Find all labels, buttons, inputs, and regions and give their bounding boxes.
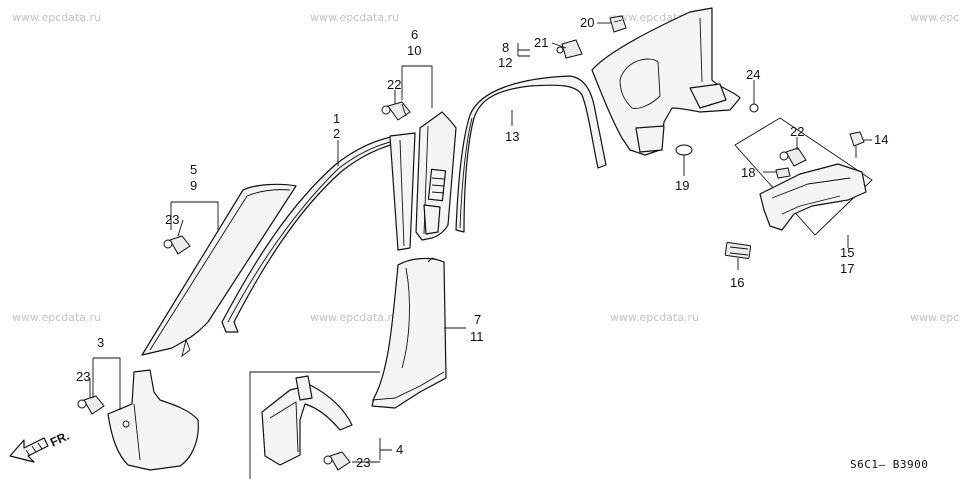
clip-18: [775, 167, 791, 179]
callout-17: 17: [840, 261, 855, 276]
front-arrow-icon: [9, 437, 49, 463]
callout-15: 15: [840, 245, 855, 260]
callout-10: 10: [407, 43, 422, 58]
quarter-lower-trim: [734, 117, 873, 236]
callout-3: 3: [97, 335, 105, 350]
callout-5: 5: [190, 162, 198, 177]
leader-lines: [89, 22, 872, 463]
a-pillar-garnish: [141, 183, 297, 358]
callout-9: 9: [190, 178, 198, 193]
callout-4: 4: [396, 442, 404, 457]
roof-side-strip: [455, 75, 607, 233]
rear-quarter-trim: [591, 7, 741, 156]
watermark: www.epcdata.ru: [310, 311, 400, 324]
callout-12: 12: [498, 55, 513, 70]
callout-14: 14: [874, 132, 889, 147]
clip-23-a: [163, 235, 191, 255]
clip-23-b: [77, 395, 105, 415]
callout-7: 7: [474, 312, 482, 327]
callout-18: 18: [741, 165, 756, 180]
kick-panel: [107, 369, 199, 471]
callout-11: 11: [470, 329, 484, 344]
b-pillar-lower: [371, 257, 447, 409]
callout-23-a: 23: [165, 212, 180, 227]
clip-22-lower: [779, 147, 807, 167]
callout-21: 21: [534, 35, 549, 50]
callout-8: 8: [502, 40, 510, 55]
callout-22-upper: 22: [387, 77, 402, 92]
callout-24: 24: [746, 67, 761, 82]
b-pillar-upper: [415, 111, 457, 241]
clip-22-upper: [381, 101, 411, 121]
watermark: www.epcdata.ru: [910, 311, 960, 324]
seat-belt-bracket: [249, 371, 380, 479]
callout-6: 6: [411, 27, 419, 42]
a-pillar-strip: [221, 132, 416, 333]
watermark: www.epcdata.ru: [610, 311, 700, 324]
clip-19: [675, 144, 693, 162]
diagram-code: S6C1— B3900: [850, 458, 929, 471]
watermark: www.epcdata.ru: [12, 11, 102, 24]
callout-23-c: 23: [356, 455, 371, 470]
clip-20: [609, 15, 627, 33]
callout-13: 13: [505, 129, 520, 144]
clip-23-c: [323, 451, 351, 471]
callout-16: 16: [730, 275, 745, 290]
callout-1: 1: [333, 111, 341, 126]
clip-14: [849, 131, 865, 158]
callout-20: 20: [580, 15, 595, 30]
callout-19: 19: [675, 178, 690, 193]
callout-23-b: 23: [76, 369, 91, 384]
callout-2: 2: [333, 126, 341, 141]
watermark: www.epcdata.ru: [910, 11, 960, 24]
part-16-clip: [724, 242, 752, 259]
watermark: www.epcdata.ru: [12, 311, 102, 324]
screw-24: [749, 86, 759, 113]
clip-21: [556, 39, 583, 59]
watermark: www.epcdata.ru: [310, 11, 400, 24]
callout-22-lower: 22: [790, 124, 805, 139]
